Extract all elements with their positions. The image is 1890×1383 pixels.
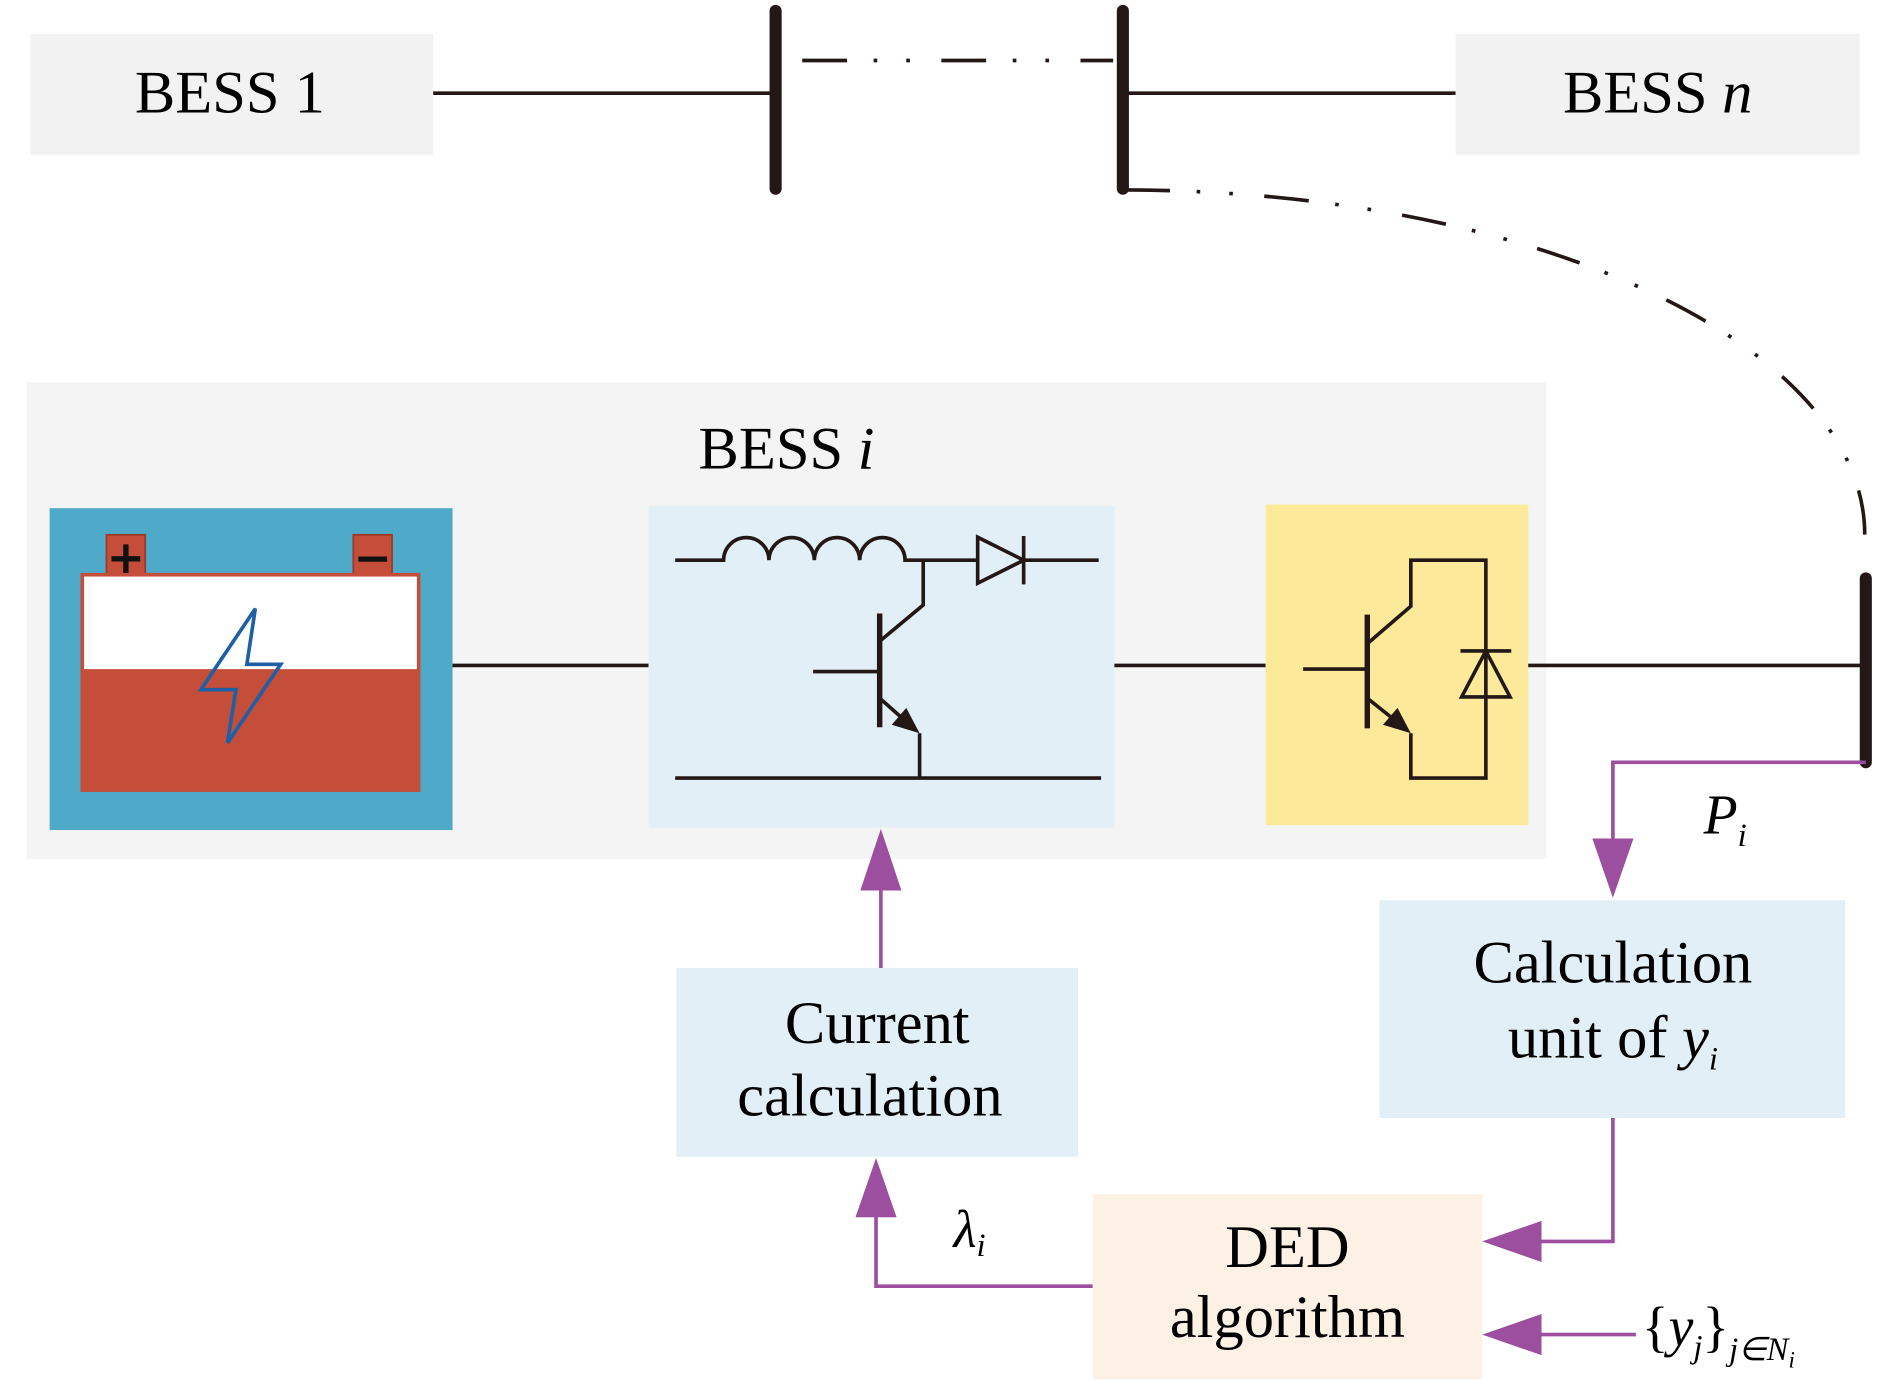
lambda-signal: λi	[855, 1157, 1093, 1289]
lightning-bolt-icon	[197, 607, 285, 744]
power-signal-variable: P	[1703, 785, 1738, 847]
bess-n-box	[1455, 33, 1860, 155]
current-calculation-box	[676, 967, 1079, 1157]
boost-converter-icon	[648, 505, 1115, 828]
lambda-signal-label: λi	[951, 1199, 985, 1264]
bess-1-box	[30, 33, 434, 155]
neighbor-variable: y	[1664, 1296, 1694, 1358]
calculation-unit-subscript: i	[1709, 1042, 1718, 1078]
power-signal-subscript: i	[1738, 818, 1747, 854]
current-reference-signal	[860, 828, 902, 968]
ded-algorithm-box	[1092, 1194, 1483, 1380]
neighbor-close-brace: }	[1702, 1296, 1729, 1358]
neighbor-index-set: j∈N	[1725, 1332, 1791, 1368]
calc-unit-to-ded-signal	[1482, 1118, 1615, 1263]
bess-i-index: i	[858, 415, 875, 482]
neighbor-input-arrowhead	[1482, 1314, 1542, 1356]
ded-algorithm-line-2: algorithm	[1170, 1284, 1405, 1351]
negative-terminal	[352, 533, 393, 576]
neighbor-input-signal: {yj}j∈Ni	[1482, 1296, 1795, 1372]
neighbor-index-set-subscript: i	[1788, 1347, 1794, 1372]
bess-n-index: n	[1722, 60, 1752, 127]
calculation-unit-variable: y	[1676, 1005, 1709, 1072]
inverter-box	[1265, 504, 1529, 826]
calculation-unit-line-1: Calculation	[1473, 929, 1752, 996]
ded-algorithm-line-1: DED	[1225, 1214, 1349, 1281]
calculation-unit-box	[1379, 900, 1846, 1119]
current-calculation-line-1: Current	[785, 990, 970, 1057]
power-signal-label: Pi	[1703, 785, 1747, 854]
bess-i-name: BESS	[699, 415, 844, 482]
ded-algorithm-block: DED algorithm	[1092, 1194, 1483, 1380]
lambda-variable: λ	[951, 1199, 976, 1258]
neighbor-signal-label: {yj}j∈Ni	[1642, 1296, 1795, 1372]
calc-unit-to-ded-arrowhead	[1482, 1220, 1542, 1263]
bess-n-name: BESS	[1563, 60, 1708, 127]
igbt-inverter-icon	[1265, 504, 1529, 826]
power-feedback-arrowhead	[1592, 838, 1634, 898]
neighbor-variable-subscript: j	[1689, 1330, 1702, 1366]
calc-unit-to-ded-line	[1539, 1118, 1615, 1244]
current-calculation-line-2: calculation	[737, 1063, 1002, 1130]
lambda-signal-arrowhead	[855, 1157, 897, 1218]
igbt-emitter-lead	[1366, 696, 1393, 719]
bus-to-bess-i-dashed-curve	[1125, 188, 1867, 543]
freewheel-diode-triangle	[1458, 647, 1514, 699]
battery-charge-fill	[82, 669, 419, 791]
switch-emitter-arrow	[891, 707, 920, 734]
power-feedback-signal: Pi	[1592, 760, 1866, 898]
battery-icon: + −	[49, 508, 453, 831]
calculation-unit-text: unit of	[1508, 1005, 1668, 1072]
diode-triangle	[975, 534, 1028, 587]
current-reference-arrowhead	[860, 828, 902, 891]
lambda-signal-line	[874, 1213, 1093, 1289]
switch-collector-lead	[878, 560, 926, 643]
bess-1-label: BESS 1	[135, 60, 325, 127]
lambda-subscript: i	[977, 1228, 986, 1264]
inductor-symbol	[675, 535, 978, 563]
switch-emitter-lead	[878, 696, 903, 719]
igbt-loop	[1366, 558, 1488, 780]
power-feedback-line	[1611, 760, 1866, 844]
neighbor-open-brace: {	[1642, 1296, 1669, 1358]
current-calculation-block: Current calculation	[676, 967, 1079, 1157]
